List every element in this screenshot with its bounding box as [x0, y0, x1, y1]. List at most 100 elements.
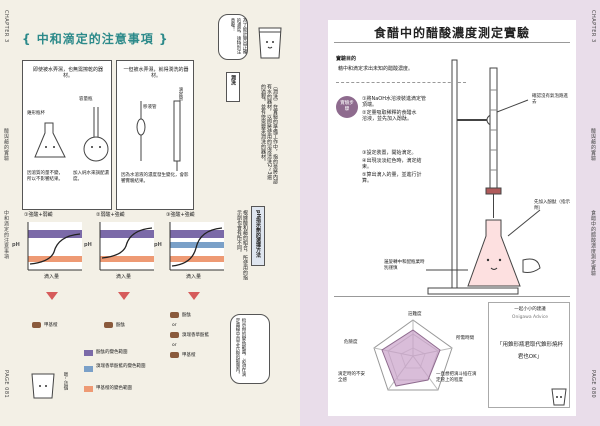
panel1-volumetric-label: 容量瓶: [79, 97, 93, 102]
side-label: 酸與鹼的實驗: [590, 128, 596, 161]
step-3: ③設定裝置，開始滴定。: [362, 150, 417, 156]
legend-phenolphthalein: 酚酞的變色範圍: [96, 350, 128, 355]
indicator-or-2: or: [172, 343, 177, 348]
graph-3-plot: [169, 222, 224, 271]
indicator-phenolphthalein: 酚酞: [116, 323, 125, 328]
beaker-character-icon: [258, 27, 282, 59]
graph-2: ②弱酸+強鹼 pH 滴入量: [84, 212, 160, 280]
radar-label-funnel: 一直想把滴斗插在滴定管上的程度: [436, 372, 477, 383]
chapter-label: CHAPTER 3: [590, 10, 596, 43]
content-card: 食醋中的醋酸濃度測定實驗 實驗目的 藉中和滴定求出未知的醋酸濃度。 實驗步驟 ①…: [328, 20, 576, 416]
pipette-icon: [136, 101, 146, 161]
panel2-burette-label: 滴定管: [178, 87, 183, 101]
legend-methyl-orange: 甲基橙的變色範圍: [96, 386, 132, 391]
advice-subheading: Onigawa Advice: [511, 315, 549, 320]
titration-apparatus-illustration: [426, 59, 541, 295]
page-title: { 中和滴定的注意事項 }: [22, 30, 168, 47]
graph-3-x-axis: 滴入量: [186, 274, 202, 280]
note-add-indicator: 先加入酚酞（指示劑）: [534, 200, 570, 211]
page-number: PAGE 081: [3, 370, 9, 399]
indicator-methyl-orange-2: 甲基橙: [182, 353, 196, 358]
ph-heading: pH指示劑的選擇方法: [255, 210, 261, 258]
radar-label-danger: 危險度: [344, 340, 358, 345]
purpose-heading: 實驗目的: [336, 56, 357, 62]
panel2-note: 因為水溶液的濃度發生變化，會影響實驗結果。: [121, 173, 189, 184]
graph-2-plot: [99, 222, 154, 271]
advice-text: 「用錐形瓶君取代錐形燒杯君也OK」: [496, 342, 563, 360]
bottle-icon: [170, 352, 179, 358]
graph-1-ph-axis: pH: [12, 242, 20, 248]
graph-3-label: ③強酸+強鹼: [166, 212, 195, 218]
graph-2-label: ②弱酸+強鹼: [96, 212, 125, 218]
radar-label-anxiety: 滴定時的不安全感: [338, 372, 365, 383]
burette-icon: [173, 100, 181, 171]
left-page: CHAPTER 3 酸與鹼的實驗 中和滴定的注意事項 PAGE 081 { 中和…: [0, 0, 300, 426]
right-page: CHAPTER 3 酸與鹼的實驗 食醋中的醋酸濃度測定實驗 PAGE 080 食…: [300, 0, 600, 426]
beaker-worried-icon: [31, 373, 55, 399]
steps-badge: 實驗步驟: [336, 96, 358, 118]
wash-text: 〔潤洗〕在實驗的準備工作中，指的是將內部有水的器材，以即將使用的溶液清洗2~3遍…: [260, 84, 278, 184]
beaker-comment: 嗯…這個: [63, 372, 68, 390]
wash-heading-box: 潤洗: [226, 72, 240, 102]
note-swirl: 邊旋轉中和配瓶業時別謹慎: [384, 260, 425, 271]
graph-1-x-axis: 滴入量: [44, 274, 60, 280]
graph-1-label: ①強酸+弱鹼: [24, 212, 53, 218]
left-sidebar: CHAPTER 3 酸與鹼的實驗 中和滴定的注意事項 PAGE 081: [0, 0, 14, 426]
speech-bubble-text: 為了能計算出正確的濃度，請特別注意喔！: [230, 18, 247, 54]
arrow-down-icon: [188, 292, 200, 300]
title-divider: [334, 42, 570, 43]
radar-chart: [373, 319, 453, 391]
bottom-note-box: 指示劑的變色範圍，必須在滴定曲線中直立升起的範圍內。: [230, 314, 270, 384]
purpose-divider: [336, 82, 466, 83]
graph-3: ③強酸+強鹼 pH 滴入量: [154, 212, 230, 280]
volumetric-flask-icon: [83, 107, 109, 162]
legend-swatch-btb: [84, 366, 93, 372]
erlenmeyer-flask-icon: [34, 122, 66, 158]
graph-2-x-axis: 滴入量: [116, 274, 132, 280]
graph-1: ①強酸+弱鹼 pH 滴入量: [12, 212, 88, 280]
title-bracket-right-icon: }: [158, 32, 169, 46]
bottom-note-text: 指示劑的變色範圍，必須在滴定曲線中直立升起的範圍內。: [235, 318, 246, 377]
radar-label-difficulty: 註難度: [408, 312, 422, 317]
page-title: 食醋中的醋酸濃度測定實驗: [373, 26, 530, 40]
page-title-text: 中和滴定的注意事項: [36, 32, 154, 46]
radar-label-time: 所需時間: [456, 336, 474, 341]
ph-text: 根據酸和鹼的組合，所使用的指示劑也會有所不同。: [236, 210, 248, 280]
side-label-topic: 食醋中的醋酸濃度測定實驗: [590, 210, 596, 276]
bottle-icon: [170, 312, 179, 318]
panel-no-dry-needed: 即使被水弄濕，也無需擦乾的器材。 錐形瓶杯 容量瓶 因溶質的量不變，所以不影響結…: [22, 60, 112, 210]
wash-heading: 潤洗: [230, 75, 236, 85]
note-no-bubbles: 確認沒有氣泡跑進去: [532, 94, 568, 105]
chapter-label: CHAPTER 3: [3, 10, 9, 43]
step-5: ⑤算出滴入的量，並進行計算。: [362, 172, 422, 184]
indicator-btb: 溴瑞香草酚藍: [182, 333, 209, 338]
side-label-topic: 中和滴定的注意事項: [3, 210, 9, 260]
panel-must-rinse: 一但被水弄濕，就得潤洗的器材。 移液管 滴定管 因為水溶液的濃度發生變化，會影響…: [116, 60, 194, 210]
step-2: ②定量吸取稀釋的食醋水溶液，並先加入酚酞。: [362, 110, 417, 122]
panel2-pipette-label: 移液管: [143, 105, 157, 110]
steps-badge-text: 實驗步驟: [340, 101, 354, 112]
indicator-methyl-orange: 甲基橙: [44, 323, 58, 328]
bottle-icon: [104, 322, 113, 328]
advice-box: 一起小小的建議 Onigawa Advice 「用錐形瓶君取代錐形燒杯君也OK」: [488, 302, 570, 408]
panel1-note-flask: 因溶質的量不變，所以不影響結果。: [27, 171, 63, 182]
indicator-or-1: or: [172, 323, 177, 328]
side-label: 酸與鹼的實驗: [3, 128, 9, 161]
right-sidebar: CHAPTER 3 酸與鹼的實驗 食醋中的醋酸濃度測定實驗 PAGE 080: [586, 0, 600, 426]
panel2-heading: 一但被水弄濕，就得潤洗的器材。: [123, 67, 189, 79]
bottle-icon: [32, 322, 41, 328]
panel1-flask-label: 錐形瓶杯: [27, 111, 45, 116]
step-4: ④出現淡淡紅色時，滴定結束。: [362, 158, 422, 170]
graph-3-ph-axis: pH: [154, 242, 162, 248]
arrow-down-icon: [118, 292, 130, 300]
panel1-note-volumetric: 加入純水來調配濃度。: [73, 171, 109, 182]
legend-btb: 溴瑞香草酚藍的變色範圍: [96, 364, 146, 369]
title-bracket-left-icon: {: [22, 32, 32, 46]
speech-bubble: 為了能計算出正確的濃度，請特別注意喔！: [218, 14, 248, 60]
purpose-text: 藉中和滴定求出未知的醋酸濃度。: [338, 66, 414, 72]
beaker-thumbsup-icon: [551, 388, 567, 406]
graph-2-ph-axis: pH: [84, 242, 92, 248]
advice-heading: 一起小小的建議: [514, 307, 546, 312]
legend-swatch-phenolphthalein: [84, 350, 93, 356]
bottom-divider: [334, 296, 570, 297]
